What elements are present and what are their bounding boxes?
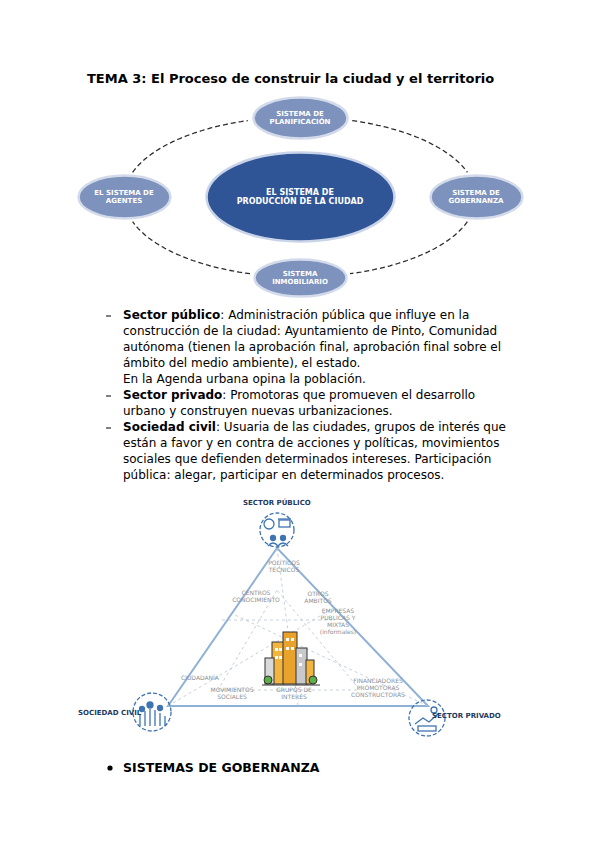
- ellipse-shape: [253, 98, 347, 139]
- section-heading: SISTEMAS DE GOBERNANZA: [123, 760, 319, 775]
- triangle-diagram: [168, 548, 428, 706]
- node-label: SISTEMA DE PLANIFICACIÓN: [268, 110, 332, 126]
- inner-label: OTROS ÁMBITOS: [300, 591, 336, 605]
- bullet-heading: Sociedad civil: [123, 420, 216, 434]
- inner-label: GRUPOS DE INTERÉS: [274, 687, 314, 701]
- node-text-group: EL SISTEMA DE PRODUCCIÓN DE LA CIUDAD: [235, 188, 365, 206]
- inner-label: CENTROS CONOCIMIENTO: [228, 590, 284, 604]
- city-icon: [262, 632, 320, 685]
- bullet-heading: Sector público: [123, 308, 220, 322]
- node-label: SISTEMA INMOBILIARIO: [269, 270, 331, 286]
- inner-label: POLÍTICOS TÉCNICOS: [264, 560, 304, 574]
- bullet-heading: Sector privado: [123, 388, 222, 402]
- corner-label: SECTOR PRIVADO: [432, 712, 501, 720]
- dashed-ring-connector: [133, 222, 250, 274]
- dashed-ring-connector: [352, 121, 467, 173]
- system-ellipse: SISTEMA INMOBILIARIO: [253, 258, 348, 298]
- bullet-dot: [107, 765, 112, 770]
- ellipse-shape: [430, 176, 522, 219]
- inner-label: EMPRESAS PÚBLICAS Y MIXTAS (informales): [315, 608, 361, 636]
- corner-label: SOCIEDAD CIVIL: [78, 709, 141, 717]
- node-label: EL SISTEMA DE AGENTES: [93, 189, 155, 205]
- bullet-note: En la Agenda urbana opina la población.: [123, 371, 509, 387]
- system-ellipse: SISTEMA DE GOBERNANZA: [429, 174, 524, 220]
- system-ellipse: SISTEMA DE PLANIFICACIÓN: [252, 96, 349, 140]
- ellipse-shape: [206, 153, 394, 242]
- node-text-group: SISTEMA DE GOBERNANZA: [445, 189, 507, 205]
- inner-label: FINANCIADORES PROMOTORAS CONSTRUCTORAS: [349, 678, 407, 699]
- bullet-item: Sociedad civil: Usuaria de las ciudades,…: [123, 419, 509, 483]
- public-sector-icon: [260, 513, 294, 547]
- dashed-ring-connector: [133, 121, 248, 173]
- bullet-item: Sector privado: Promotoras que promueven…: [123, 387, 509, 419]
- node-label: EL SISTEMA DE PRODUCCIÓN DE LA CIUDAD: [235, 188, 365, 206]
- dashed-ring-connector: [350, 222, 467, 274]
- system-ellipse: EL SISTEMA DE AGENTES: [77, 174, 172, 220]
- bullet-dashes: [106, 316, 111, 428]
- bullet-item: Sector público: Administración pública q…: [123, 307, 509, 387]
- corner-label: SECTOR PÚBLICO: [243, 499, 311, 507]
- ellipse-shape: [254, 260, 346, 297]
- system-ellipse: EL SISTEMA DE PRODUCCIÓN DE LA CIUDAD: [205, 151, 396, 243]
- ellipse-shape: [78, 176, 170, 219]
- inner-label: CIUDADANÍA: [180, 675, 220, 682]
- node-text-group: EL SISTEMA DE AGENTES: [93, 189, 155, 205]
- node-text-group: SISTEMA INMOBILIARIO: [269, 270, 331, 286]
- page-title: TEMA 3: El Proceso de construir la ciuda…: [87, 71, 494, 86]
- node-text-group: SISTEMA DE PLANIFICACIÓN: [268, 110, 332, 126]
- bullet-list: Sector público: Administración pública q…: [123, 307, 509, 483]
- inner-label: MOVIMIENTOS SOCIALES: [210, 687, 254, 701]
- node-label: SISTEMA DE GOBERNANZA: [445, 189, 507, 205]
